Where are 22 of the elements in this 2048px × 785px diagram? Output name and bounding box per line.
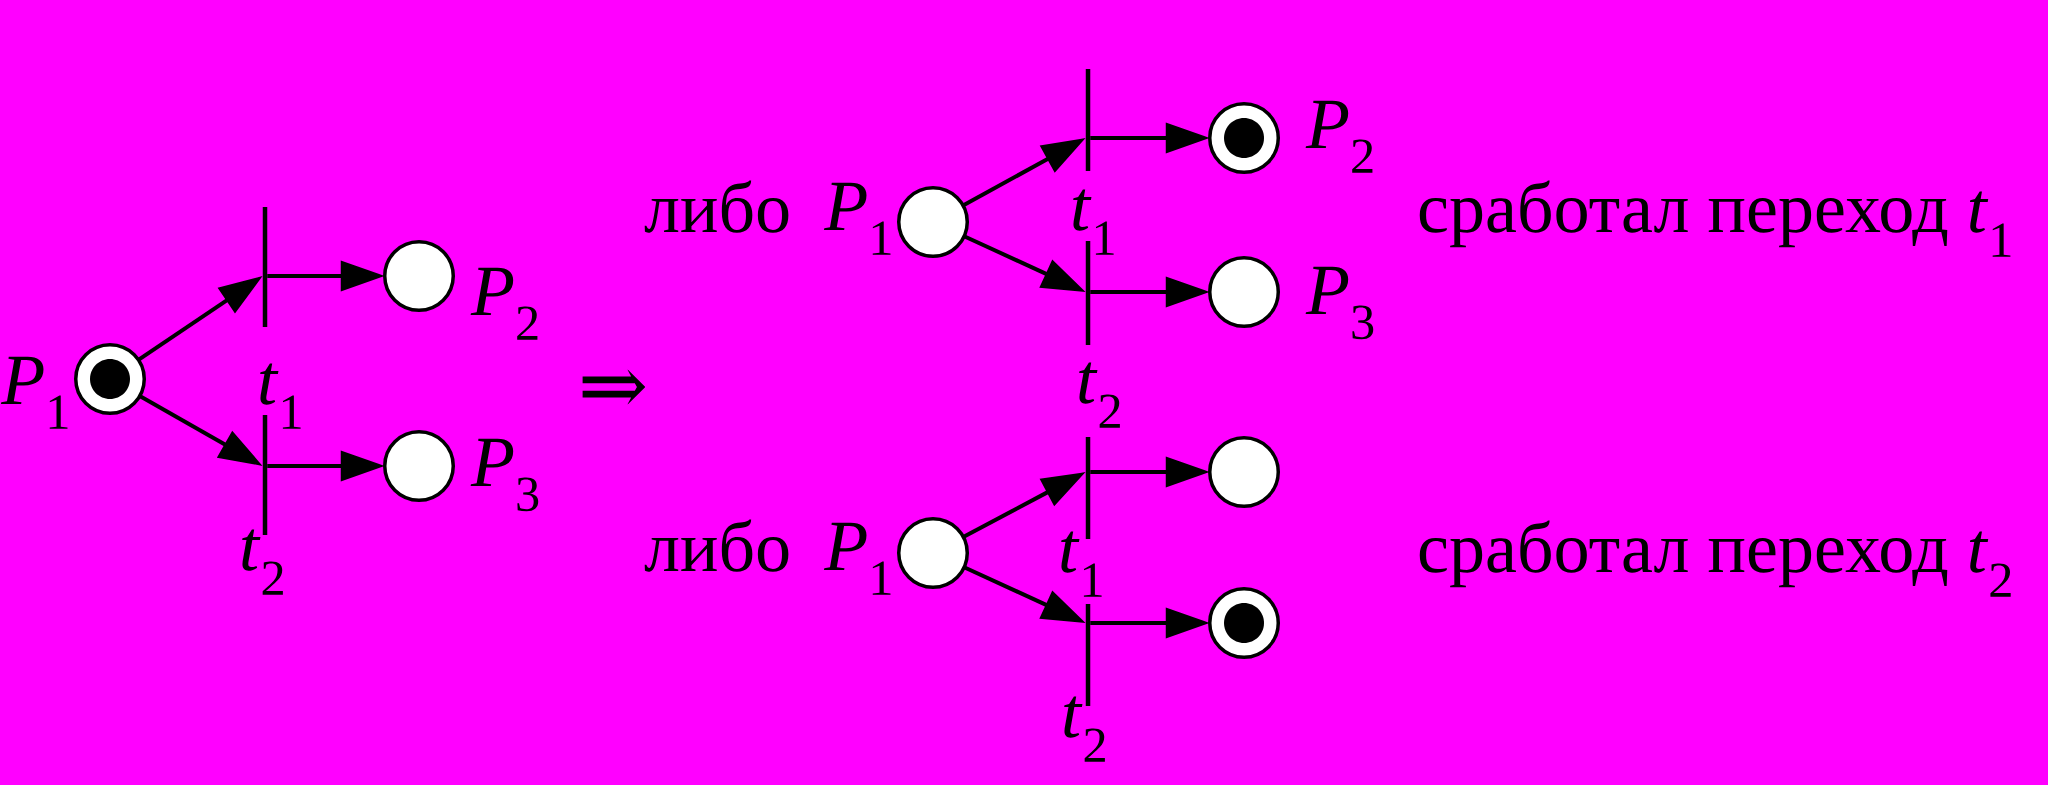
- place-label: P$_{3}$: [470, 438, 539, 512]
- transition-label: t$_{2}$: [1079, 362, 1120, 428]
- place-label: P$_{1}$: [823, 522, 891, 595]
- result-note: сработал переход t$_{1}$: [1419, 180, 2011, 257]
- place-circle: [1208, 436, 1280, 508]
- place-label: P$_{1}$: [823, 182, 891, 255]
- token-dot: [1224, 603, 1264, 643]
- result-note: сработал переход t$_{2}$: [1419, 520, 2011, 597]
- transition-label: t$_{2}$: [242, 529, 283, 595]
- transition-label: t$_{1}$: [1061, 531, 1102, 597]
- place-label: P$_{1}$: [0, 356, 68, 429]
- transition-label: t$_{2}$: [1064, 696, 1105, 762]
- place-label: P$_{2}$: [470, 267, 538, 340]
- token-dot: [90, 359, 130, 399]
- text-label: либо: [644, 180, 789, 233]
- place-label: P$_{2}$: [1305, 100, 1373, 173]
- text-label: либо: [644, 519, 789, 572]
- place-label: P$_{3}$: [1305, 266, 1374, 340]
- transition-label: t$_{1}$: [260, 363, 301, 429]
- implication-symbol: ⇒: [582, 369, 646, 405]
- transition-label: t$_{1}$: [1073, 189, 1114, 255]
- token-dot: [1224, 118, 1264, 158]
